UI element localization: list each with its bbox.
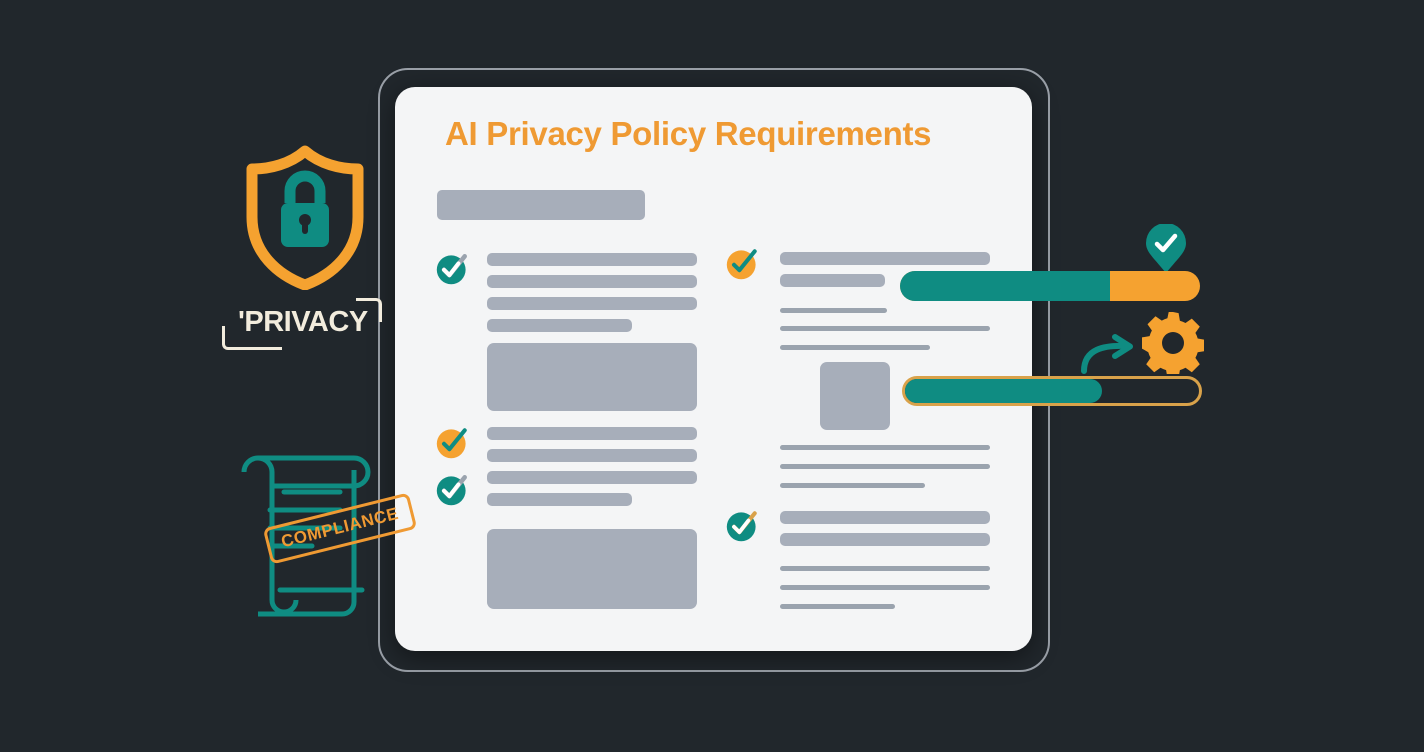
device-frame: [378, 68, 1050, 672]
check-circle-icon[interactable]: [725, 245, 761, 281]
text-rule-line: [780, 445, 990, 450]
document-card: AI Privacy Policy Requirements: [395, 87, 1032, 651]
text-placeholder-bar: [487, 297, 697, 310]
privacy-label-text: 'PRIVACY: [238, 306, 368, 338]
bracket-bottom-left: [222, 326, 282, 350]
text-placeholder-bar: [780, 274, 885, 287]
bracket-top-right: [356, 298, 382, 322]
progress-bar-bottom-fill: [905, 379, 1102, 403]
content-block: [487, 529, 697, 609]
scroll-document-icon: [222, 450, 402, 625]
text-rule-line: [780, 345, 930, 350]
text-placeholder-bar: [487, 449, 697, 462]
curved-arrow-right-icon: [1080, 333, 1144, 377]
text-placeholder-bar: [487, 275, 697, 288]
text-rule-line: [780, 604, 895, 609]
gear-icon[interactable]: [1142, 312, 1206, 378]
text-placeholder-bar: [487, 493, 632, 506]
text-rule-line: [780, 308, 887, 313]
text-placeholder-bar: [780, 511, 990, 524]
text-placeholder-bar: [487, 319, 632, 332]
progress-bar-top-fill: [900, 271, 1110, 301]
check-circle-icon[interactable]: [725, 507, 761, 543]
content-block: [487, 343, 697, 411]
text-placeholder-bar: [780, 252, 990, 265]
check-circle-icon[interactable]: [435, 424, 471, 460]
text-rule-line: [780, 585, 990, 590]
text-rule-line: [780, 464, 990, 469]
text-rule-line: [780, 566, 990, 571]
content-block: [820, 362, 890, 430]
text-placeholder-bar: [487, 253, 697, 266]
text-rule-line: [780, 483, 925, 488]
text-placeholder-bar: [487, 471, 697, 484]
header-placeholder-block: [437, 190, 645, 220]
check-circle-icon[interactable]: [435, 250, 471, 286]
shield-lock-icon: [238, 145, 373, 291]
check-circle-icon[interactable]: [435, 471, 471, 507]
text-placeholder-bar: [780, 533, 990, 546]
text-placeholder-bar: [487, 427, 697, 440]
page-title: AI Privacy Policy Requirements: [445, 115, 932, 152]
progress-bar-bottom[interactable]: [902, 376, 1202, 406]
text-rule-line: [780, 326, 990, 331]
progress-bar-top[interactable]: [900, 271, 1200, 301]
privacy-label: 'PRIVACY: [222, 298, 382, 350]
map-pin-check-icon[interactable]: [1143, 223, 1189, 274]
